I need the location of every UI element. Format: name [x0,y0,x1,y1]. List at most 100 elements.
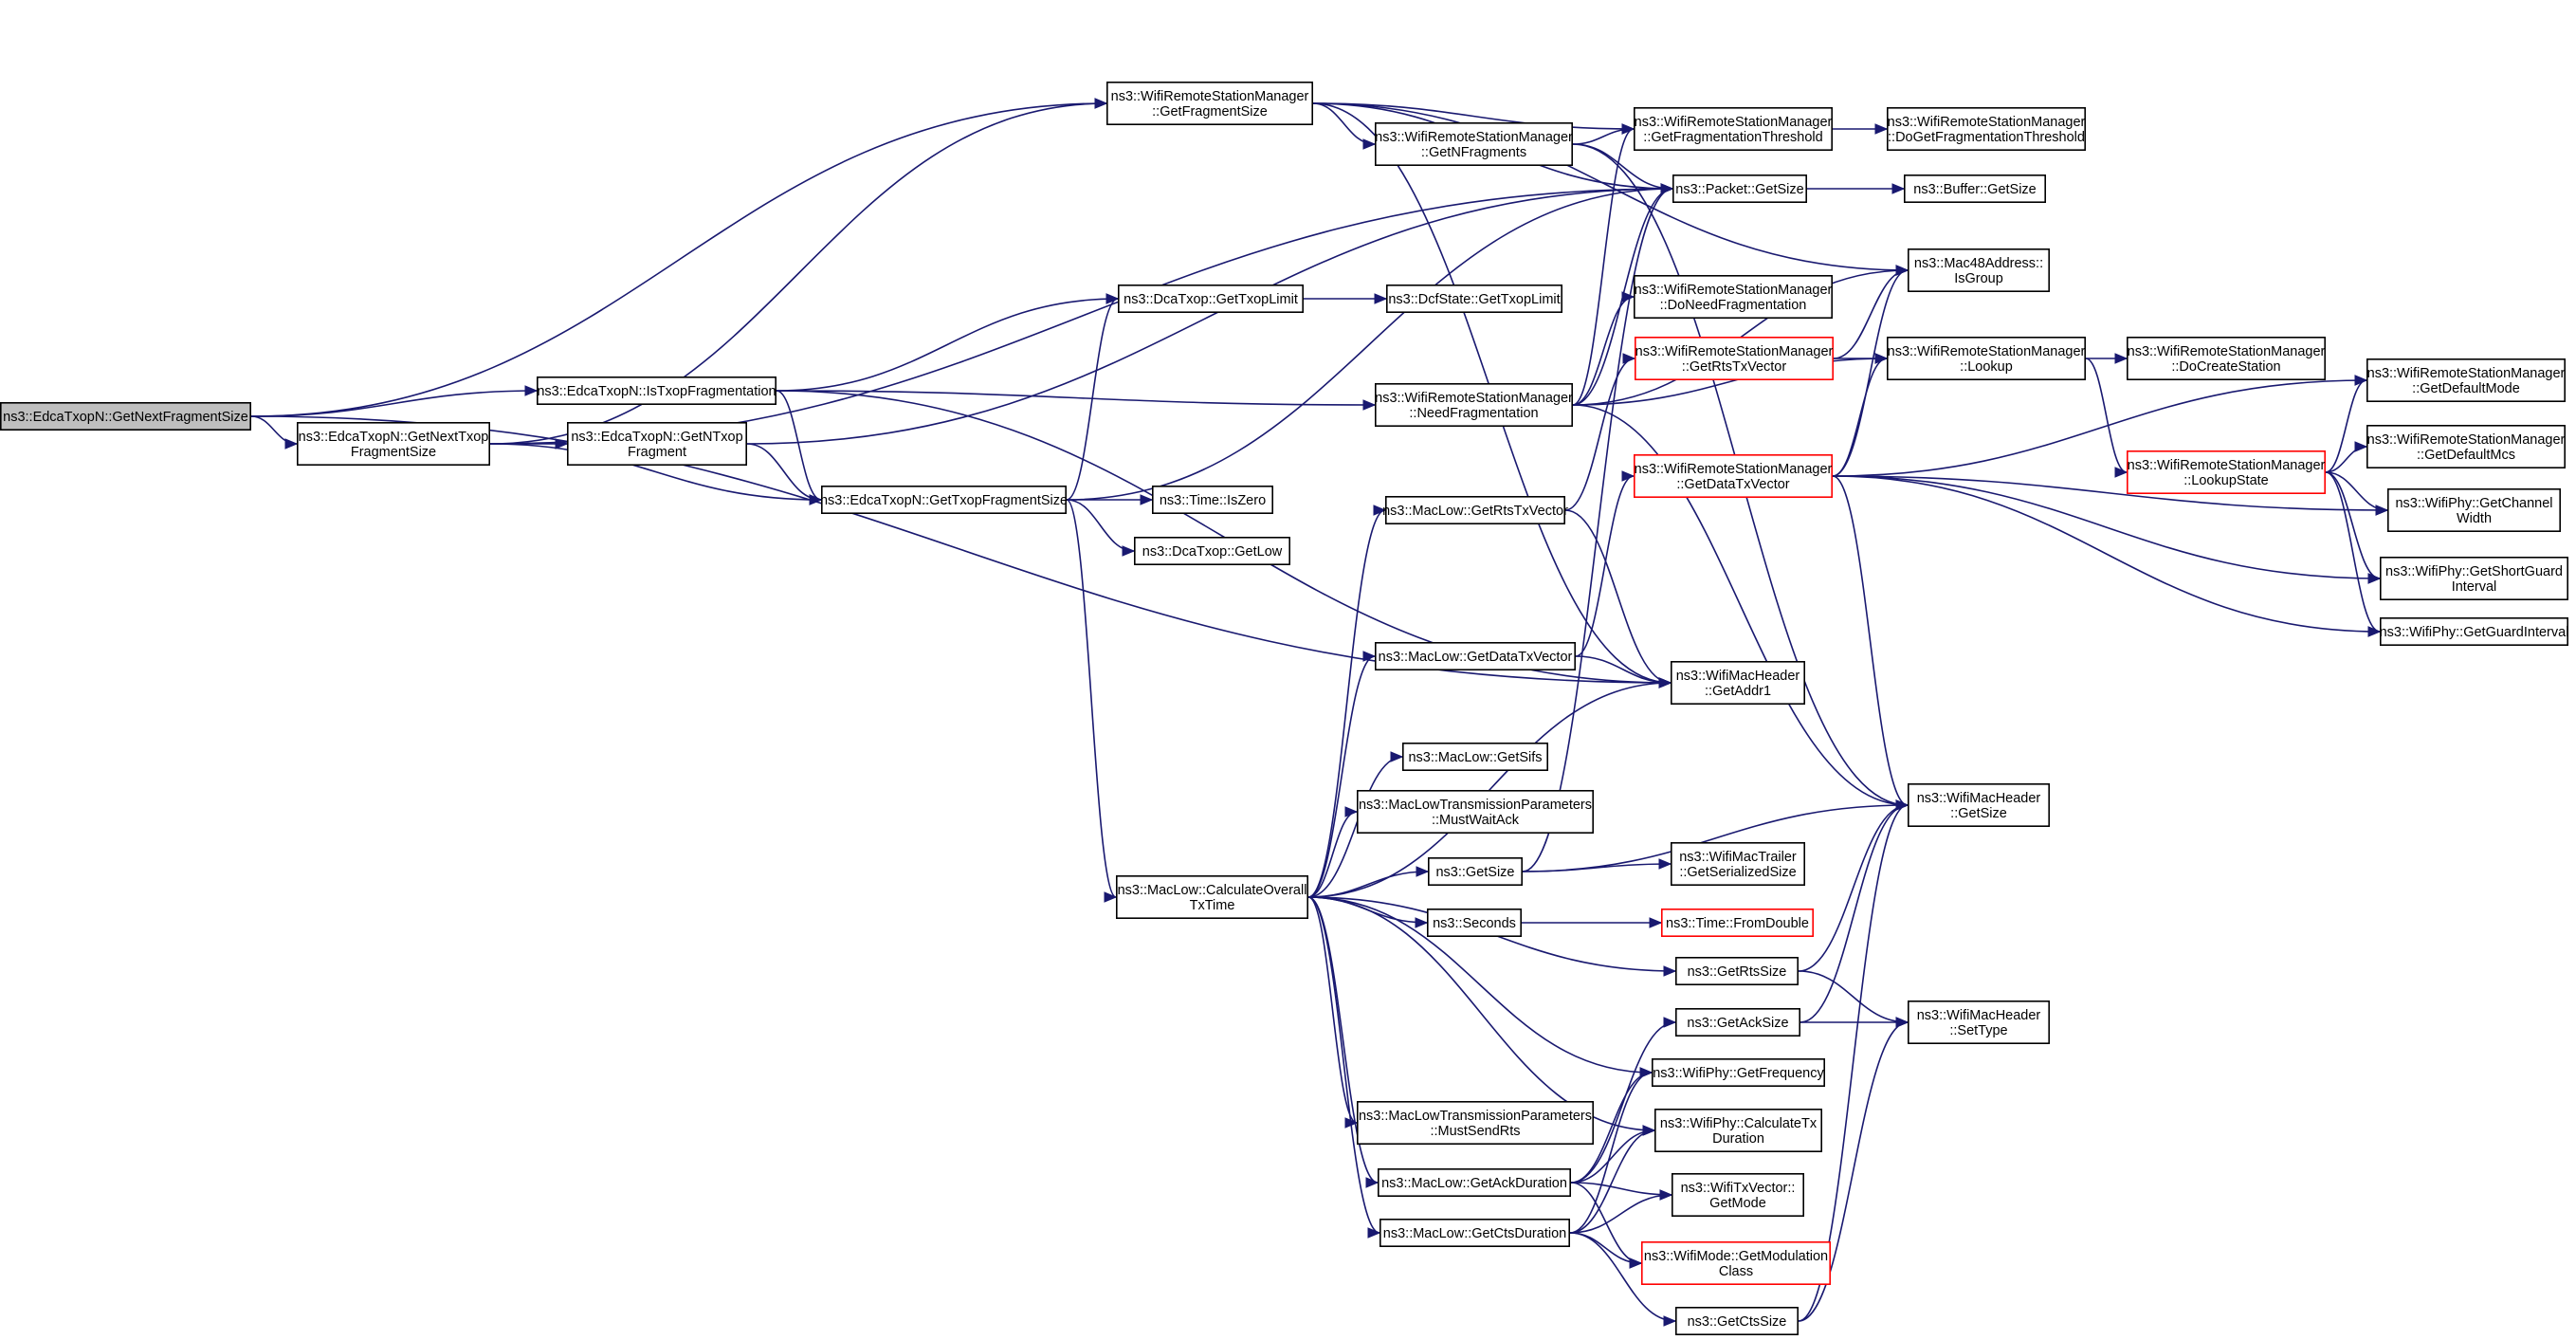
node-box [1428,856,1524,886]
edge-arrowhead [1874,353,1889,364]
node-timeIsZero[interactable]: ns3::Time::IsZero [1152,485,1274,514]
node-getAddr1[interactable]: ns3::WifiMacHeader::GetAddr1 [1671,660,1806,705]
node-getFragThreshold[interactable]: ns3::WifiRemoteStationManager::GetFragme… [1634,107,1834,152]
edge-arrowhead [2375,505,2389,516]
node-label: Width [2457,511,2492,526]
node-label: ns3::EdcaTxopN::GetNextFragmentSize [3,410,248,425]
node-txVectorGetMode[interactable]: ns3::WifiTxVector::GetMode [1672,1173,1805,1218]
node-label: ::GetNFragments [1421,145,1526,160]
node-lookup[interactable]: ns3::WifiRemoteStationManager::Lookup [1887,336,2087,380]
node-getRtsTxVectorRSM[interactable]: ns3::WifiRemoteStationManager::GetRtsTxV… [1635,336,1835,380]
node-macTrailerSize[interactable]: ns3::WifiMacTrailer::GetSerializedSize [1671,841,1806,886]
node-isTxopFrag[interactable]: ns3::EdcaTxopN::IsTxopFragmentation [536,376,776,405]
edge-root-to-getNextTxopFragSize [250,415,298,445]
node-seconds[interactable]: ns3::Seconds [1427,908,1523,937]
node-getRtsTxVectorML[interactable]: ns3::MacLow::GetRtsTxVector [1382,495,1568,524]
node-getRtsSize[interactable]: ns3::GetRtsSize [1675,956,1800,985]
edge-arrowhead [1658,677,1672,688]
node-mustSendRts[interactable]: ns3::MacLowTransmissionParameters::MustS… [1357,1101,1595,1146]
edge-calcOverall-to-getRtsTxVectorML [1307,509,1386,898]
edge-getCtsDuration-to-calcTxDuration [1569,1129,1655,1234]
node-packetGetSize[interactable]: ns3::Packet::GetSize [1672,174,1808,204]
edge-needFrag-to-macHeaderGetSize [1572,404,1909,806]
node-label: ns3::MacLow::CalculateOverall [1118,883,1307,898]
node-needFrag[interactable]: ns3::WifiRemoteStationManager::NeedFragm… [1375,382,1573,427]
node-label: ns3::DcfState::GetTxopLimit [1388,292,1560,307]
node-box [1386,284,1563,313]
node-getAckSize[interactable]: ns3::GetAckSize [1675,1008,1801,1037]
edge-getDataTxVectorRSM-to-getDefaultMode [1832,379,2367,477]
node-label: ns3::WifiRemoteStationManager [2128,344,2326,359]
node-timeFromDouble[interactable]: ns3::Time::FromDouble [1661,908,1815,937]
edge-arrowhead [1122,545,1136,557]
node-label: ns3::DcaTxop::GetTxopLimit [1124,292,1298,307]
edge-arrowhead [1639,1067,1653,1078]
node-getGuardInterval[interactable]: ns3::WifiPhy::GetGuardInterval [2380,616,2569,646]
node-getDataTxVectorML[interactable]: ns3::MacLow::GetDataTxVector [1375,641,1577,670]
node-doGetFragThreshold[interactable]: ns3::WifiRemoteStationManager::DoGetFrag… [1887,107,2087,152]
node-root[interactable]: ns3::EdcaTxopN::GetNextFragmentSize [0,401,251,431]
node-dcfGetTxopLimit[interactable]: ns3::DcfState::GetTxopLimit [1386,284,1563,313]
node-getSize[interactable]: ns3::GetSize [1428,856,1524,886]
node-box [1152,485,1274,514]
node-box [1672,174,1808,204]
node-getCtsSize[interactable]: ns3::GetCtsSize [1675,1307,1800,1336]
node-getCtsDuration[interactable]: ns3::MacLow::GetCtsDuration [1379,1219,1571,1248]
edge-arrowhead [1390,751,1404,762]
node-doNeedFrag[interactable]: ns3::WifiRemoteStationManager::DoNeedFra… [1634,274,1834,319]
node-getDataTxVectorRSM[interactable]: ns3::WifiRemoteStationManager::GetDataTx… [1634,453,1834,498]
node-label: ns3::GetSize [1435,865,1514,880]
node-label: ns3::MacLow::GetRtsTxVector [1382,504,1568,519]
edge-arrowhead [1373,505,1387,516]
node-label: Interval [2452,579,2497,595]
node-getFragSize[interactable]: ns3::WifiRemoteStationManager::GetFragme… [1106,82,1314,126]
node-box [2366,424,2567,468]
edge-arrowhead [1649,917,1663,928]
node-label: ns3::WifiRemoteStationManager [1635,283,1833,298]
node-label: ::GetSize [1950,806,2007,821]
node-label: ns3::WifiRemoteStationManager [1635,462,1833,477]
edge-isTxopFrag-to-getTxopFragSize [776,390,822,501]
edge-arrowhead [1659,1189,1673,1201]
edge-getRtsTxVectorML-to-getAddr1 [1564,509,1672,684]
node-getDefaultMcs[interactable]: ns3::WifiRemoteStationManager::GetDefaul… [2366,424,2567,468]
node-box [2366,358,2567,402]
node-setType[interactable]: ns3::WifiMacHeader::SetType [1908,1000,2051,1045]
node-label: ::Lookup [1960,359,2013,375]
edge-lookup-to-lookupState [2085,358,2128,473]
node-label: ns3::GetCtsSize [1688,1314,1787,1330]
node-mustWaitAck[interactable]: ns3::MacLowTransmissionParameters::MustW… [1357,789,1595,834]
edge-lookupState-to-getShortGuardInterval [2325,471,2381,579]
node-getNFragments[interactable]: ns3::WifiRemoteStationManager::GetNFragm… [1375,122,1573,167]
node-macHeaderGetSize[interactable]: ns3::WifiMacHeader::GetSize [1908,782,2051,827]
node-label: ns3::WifiRemoteStationManager [1111,89,1309,104]
node-getTxopLimit[interactable]: ns3::DcaTxop::GetTxopLimit [1118,284,1305,313]
node-getDefaultMode[interactable]: ns3::WifiRemoteStationManager::GetDefaul… [2366,358,2567,402]
edge-calcOverall-to-getSifs [1307,756,1403,898]
edge-getAckSize-to-macHeaderGetSize [1800,804,1909,1023]
node-dcaGetLow[interactable]: ns3::DcaTxop::GetLow [1134,536,1291,565]
node-label: ::DoCreateStation [2171,359,2280,375]
node-getTxopFragSize[interactable]: ns3::EdcaTxopN::GetTxopFragmentSize [820,485,1068,514]
edge-arrowhead [1367,1227,1381,1239]
node-getSifs[interactable]: ns3::MacLow::GetSifs [1402,742,1549,771]
node-box [1904,174,2047,204]
node-box [1634,107,1834,152]
node-doCreateStation[interactable]: ns3::WifiRemoteStationManager::DoCreateS… [2127,336,2327,380]
node-bufferGetSize[interactable]: ns3::Buffer::GetSize [1904,174,2047,204]
node-getAckDuration[interactable]: ns3::MacLow::GetAckDuration [1378,1168,1572,1198]
edge-calcOverall-to-getCtsDuration [1307,896,1380,1234]
node-lookupState[interactable]: ns3::WifiRemoteStationManager::LookupSta… [2127,450,2327,494]
node-isGroup[interactable]: ns3::Mac48Address::IsGroup [1908,248,2051,292]
node-label: ns3::WifiRemoteStationManager [1635,344,1834,359]
node-getFrequency[interactable]: ns3::WifiPhy::GetFrequency [1652,1058,1826,1088]
node-label: ns3::Seconds [1433,916,1516,931]
